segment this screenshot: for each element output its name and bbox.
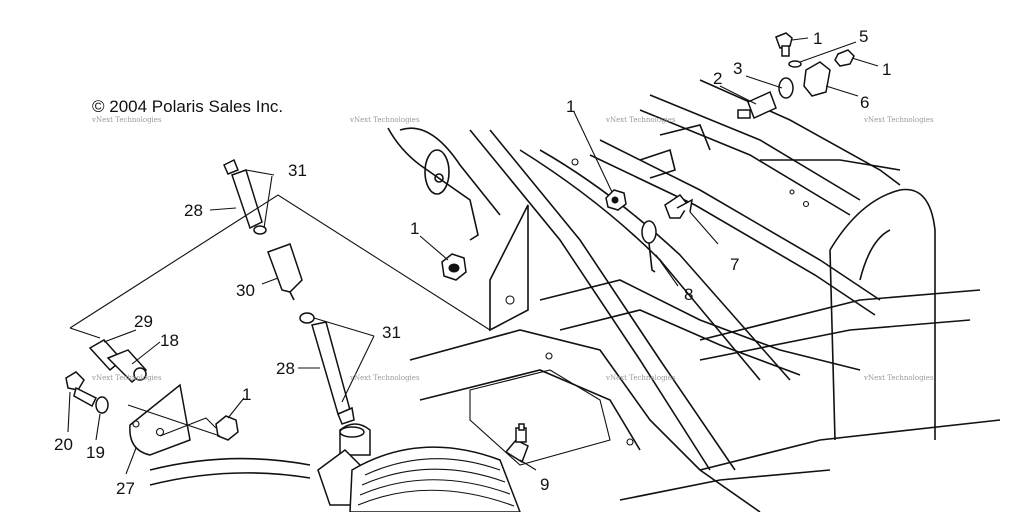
watermark-text: vNext Technologies — [91, 374, 162, 382]
callout-label: 8 — [684, 285, 693, 304]
reference-lines — [69, 194, 491, 437]
callout-label: 28 — [184, 201, 203, 220]
callout-label: 19 — [86, 443, 105, 462]
callout-label: 1 — [566, 97, 575, 116]
engine-drawing — [317, 423, 529, 512]
watermark-text: vNext Technologies — [863, 116, 934, 124]
hardware-parts — [215, 32, 855, 441]
callout-label: 6 — [860, 93, 869, 112]
callout-label: 3 — [733, 59, 742, 78]
callout-label: 7 — [730, 255, 739, 274]
watermark-text: vNext Technologies — [349, 374, 420, 382]
callout-label: 1 — [882, 60, 891, 79]
callout-label: 20 — [54, 435, 73, 454]
callout-label: 1 — [410, 219, 419, 238]
callout-label: 31 — [288, 161, 307, 180]
callout-label: 28 — [276, 359, 295, 378]
callout-label: 2 — [713, 69, 722, 88]
callout-label: 29 — [134, 312, 153, 331]
frame-drawing — [387, 79, 1001, 512]
callout-label: 9 — [540, 475, 549, 494]
callout-label: 18 — [160, 331, 179, 350]
callout-label: 1 — [242, 385, 251, 404]
watermarks: vNext Technologies vNext Technologies vN… — [91, 116, 934, 382]
fuel-line-assembly — [65, 158, 355, 486]
watermark-text: vNext Technologies — [349, 116, 420, 124]
callouts: 1 5 1 3 2 6 1 7 8 1 28 31 30 29 18 28 31… — [54, 27, 891, 498]
watermark-text: vNext Technologies — [91, 116, 162, 124]
leader-lines — [67, 37, 879, 475]
callout-label: 1 — [813, 29, 822, 48]
callout-label: 31 — [382, 323, 401, 342]
copyright-text: © 2004 Polaris Sales Inc. — [92, 97, 283, 116]
callout-label: 5 — [859, 27, 868, 46]
watermark-text: vNext Technologies — [605, 116, 676, 124]
callout-label: 30 — [236, 281, 255, 300]
watermark-text: vNext Technologies — [863, 374, 934, 382]
watermark-text: vNext Technologies — [605, 374, 676, 382]
callout-label: 27 — [116, 479, 135, 498]
